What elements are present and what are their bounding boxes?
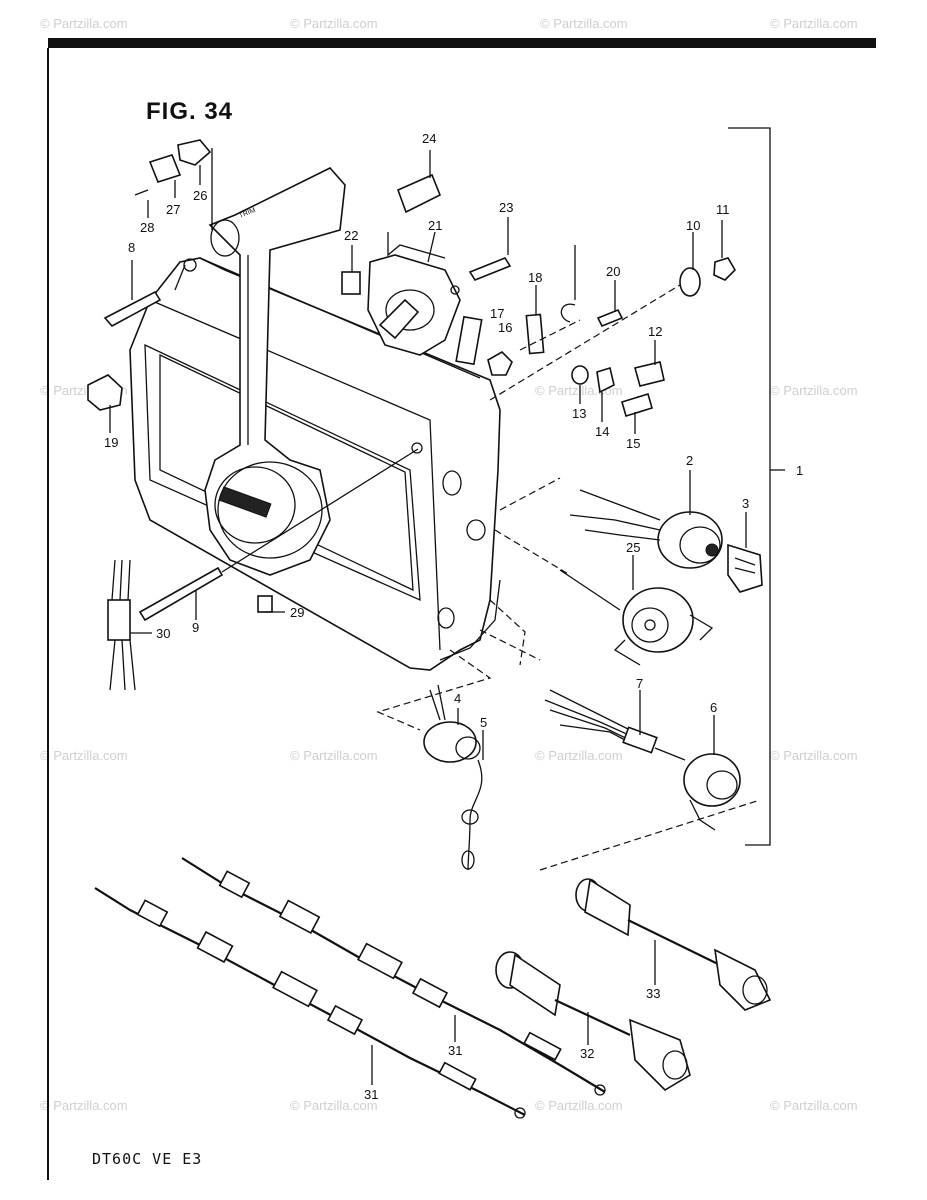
callout-9: 9 <box>192 620 199 635</box>
part-8-screw <box>103 290 162 328</box>
watermark: © Partzilla.com <box>290 1098 378 1113</box>
part-19-knob <box>87 374 123 411</box>
watermark: © Partzilla.com <box>40 748 128 763</box>
part-30-harness <box>107 559 136 691</box>
leader-lines <box>109 148 747 1085</box>
callout-27: 27 <box>166 202 180 217</box>
figure-title: FIG. 34 <box>146 98 234 125</box>
control-cable-2 <box>181 857 606 1096</box>
part-15-spring <box>621 392 653 418</box>
watermark: © Partzilla.com <box>40 16 128 31</box>
watermark: © Partzilla.com <box>290 16 378 31</box>
control-lever: TRIM <box>204 167 346 576</box>
callout-19: 19 <box>104 435 118 450</box>
main-harness <box>544 689 686 761</box>
part-18-plate <box>525 313 545 355</box>
watermark: © Partzilla.com <box>770 383 858 398</box>
part-23-bolt <box>468 257 512 281</box>
part-17-plate <box>455 315 483 366</box>
footer-model-code: DT60C VE E3 <box>92 1150 203 1168</box>
watermark: © Partzilla.com <box>535 1098 623 1113</box>
control-cable-1 <box>94 887 526 1119</box>
callout-25: 25 <box>626 540 640 555</box>
callout-31-lower: 31 <box>364 1087 378 1102</box>
callout-31-upper: 31 <box>448 1043 462 1058</box>
extension-harness-33 <box>575 878 772 1011</box>
callout-12: 12 <box>648 324 662 339</box>
part-14-detent <box>596 366 615 394</box>
part-12-spacer <box>634 361 665 387</box>
callout-4: 4 <box>454 691 461 706</box>
callout-10: 10 <box>686 218 700 233</box>
part-34-clip <box>560 303 576 323</box>
watermark: © Partzilla.com <box>290 748 378 763</box>
ignition-key <box>727 543 763 593</box>
callout-18: 18 <box>528 270 542 285</box>
part-11-nut <box>713 257 737 281</box>
part-9-bolt <box>138 566 224 622</box>
watermark: © Partzilla.com <box>535 748 623 763</box>
callout-24: 24 <box>422 131 436 146</box>
callout-17: 17 <box>490 306 504 321</box>
watermark: © Partzilla.com <box>40 1098 128 1113</box>
warning-buzzer <box>559 569 714 666</box>
callout-29: 29 <box>290 605 304 620</box>
callout-15: 15 <box>626 436 640 451</box>
callout-2: 2 <box>686 453 693 468</box>
part-13-cap <box>571 365 589 385</box>
callout-labels: 1 2 3 4 5 6 7 8 9 10 11 12 13 14 15 16 1… <box>104 131 803 1102</box>
part-22-block <box>341 271 361 295</box>
watermark: © Partzilla.com <box>770 748 858 763</box>
callout-14: 14 <box>595 424 609 439</box>
callout-5: 5 <box>480 715 487 730</box>
callout-13: 13 <box>572 406 586 421</box>
callout-20: 20 <box>606 264 620 279</box>
watermark: © Partzilla.com <box>770 1098 858 1113</box>
assembly-bracket <box>728 127 771 846</box>
callout-30: 30 <box>156 626 170 641</box>
callout-3: 3 <box>742 496 749 511</box>
extension-harness-32 <box>495 951 691 1092</box>
callout-22: 22 <box>344 228 358 243</box>
stop-switch <box>423 684 483 871</box>
part-24-switch <box>396 173 442 214</box>
ignition-switch <box>569 489 723 569</box>
callout-33: 33 <box>646 986 660 1001</box>
callout-11: 11 <box>716 202 730 217</box>
callout-1: 1 <box>796 463 803 478</box>
callout-21: 21 <box>428 218 442 233</box>
part-29-plug <box>257 595 273 613</box>
part-10-washer <box>679 267 701 297</box>
callout-32: 32 <box>580 1046 594 1061</box>
watermark: © Partzilla.com <box>540 16 628 31</box>
part-9-leader <box>221 448 419 573</box>
guide-lines <box>376 284 761 871</box>
callout-23: 23 <box>499 200 513 215</box>
callout-8: 8 <box>128 240 135 255</box>
trim-switch <box>134 139 212 196</box>
harness-connector <box>683 753 741 831</box>
callout-28: 28 <box>140 220 154 235</box>
header-bar <box>48 38 876 48</box>
part-20-screw <box>596 308 624 328</box>
callout-6: 6 <box>710 700 717 715</box>
lever-bracket <box>367 232 461 356</box>
callout-7: 7 <box>636 676 643 691</box>
callout-26: 26 <box>193 188 207 203</box>
part-16-nut <box>487 351 513 376</box>
callout-16: 16 <box>498 320 512 335</box>
watermark-layer: © Partzilla.com © Partzilla.com © Partzi… <box>40 16 858 1113</box>
watermark: © Partzilla.com <box>770 16 858 31</box>
